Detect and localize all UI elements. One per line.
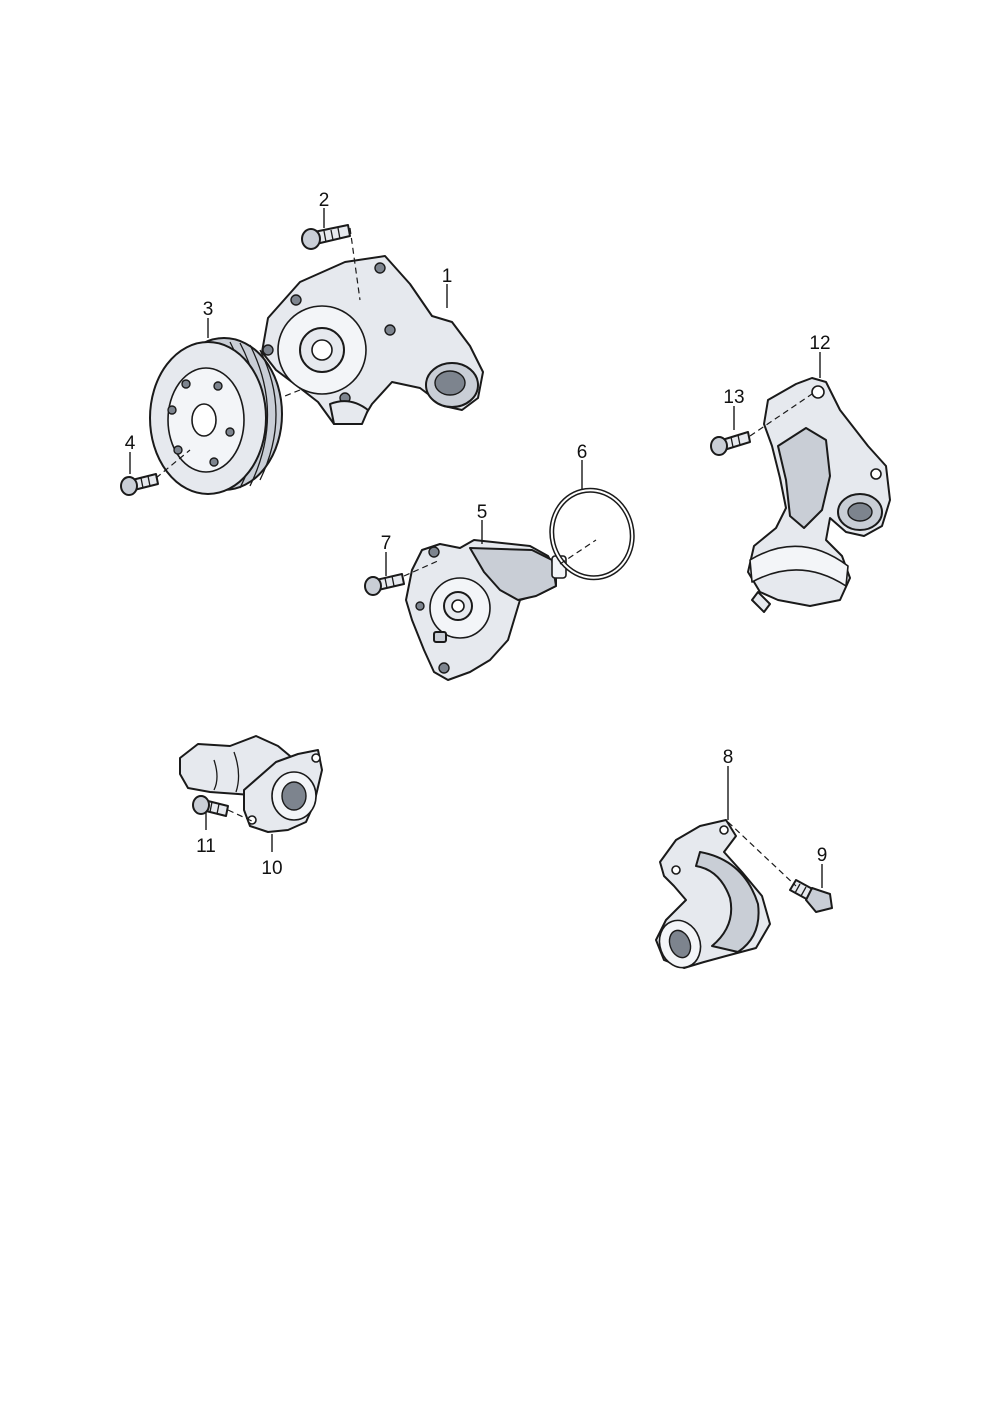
flange-bolt[interactable] (710, 431, 751, 456)
pulley[interactable] (149, 337, 283, 495)
elbow-bolt[interactable] (789, 879, 833, 913)
elbow-pipe[interactable] (653, 819, 771, 973)
water-pump-housing[interactable] (261, 255, 484, 425)
pipe-bolt[interactable] (192, 795, 229, 817)
o-ring[interactable] (543, 482, 642, 587)
callout-1: 1 (442, 266, 453, 287)
callout-8: 8 (723, 747, 734, 768)
pulley-bolt[interactable] (120, 473, 159, 496)
callout-13: 13 (723, 387, 744, 408)
thermostat-bolt[interactable] (364, 573, 405, 596)
callout-2: 2 (319, 190, 330, 211)
assembly-lines (155, 227, 813, 887)
callout-5: 5 (477, 502, 488, 523)
thermostat-housing[interactable] (405, 539, 567, 681)
callout-3: 3 (203, 299, 214, 320)
callout-leaders (129, 208, 823, 888)
coolant-flange-housing[interactable] (747, 377, 891, 613)
callout-6: 6 (577, 442, 588, 463)
callout-labels: 1 2 3 4 5 6 7 8 9 10 11 12 13 (125, 190, 831, 879)
callout-10: 10 (261, 858, 282, 879)
callout-12: 12 (809, 333, 830, 354)
callout-9: 9 (817, 845, 828, 866)
coolant-pipe-flange[interactable] (179, 735, 323, 833)
callout-7: 7 (381, 533, 392, 554)
pump-bolt[interactable] (301, 224, 351, 250)
callout-11: 11 (196, 836, 216, 857)
callout-4: 4 (125, 433, 136, 454)
